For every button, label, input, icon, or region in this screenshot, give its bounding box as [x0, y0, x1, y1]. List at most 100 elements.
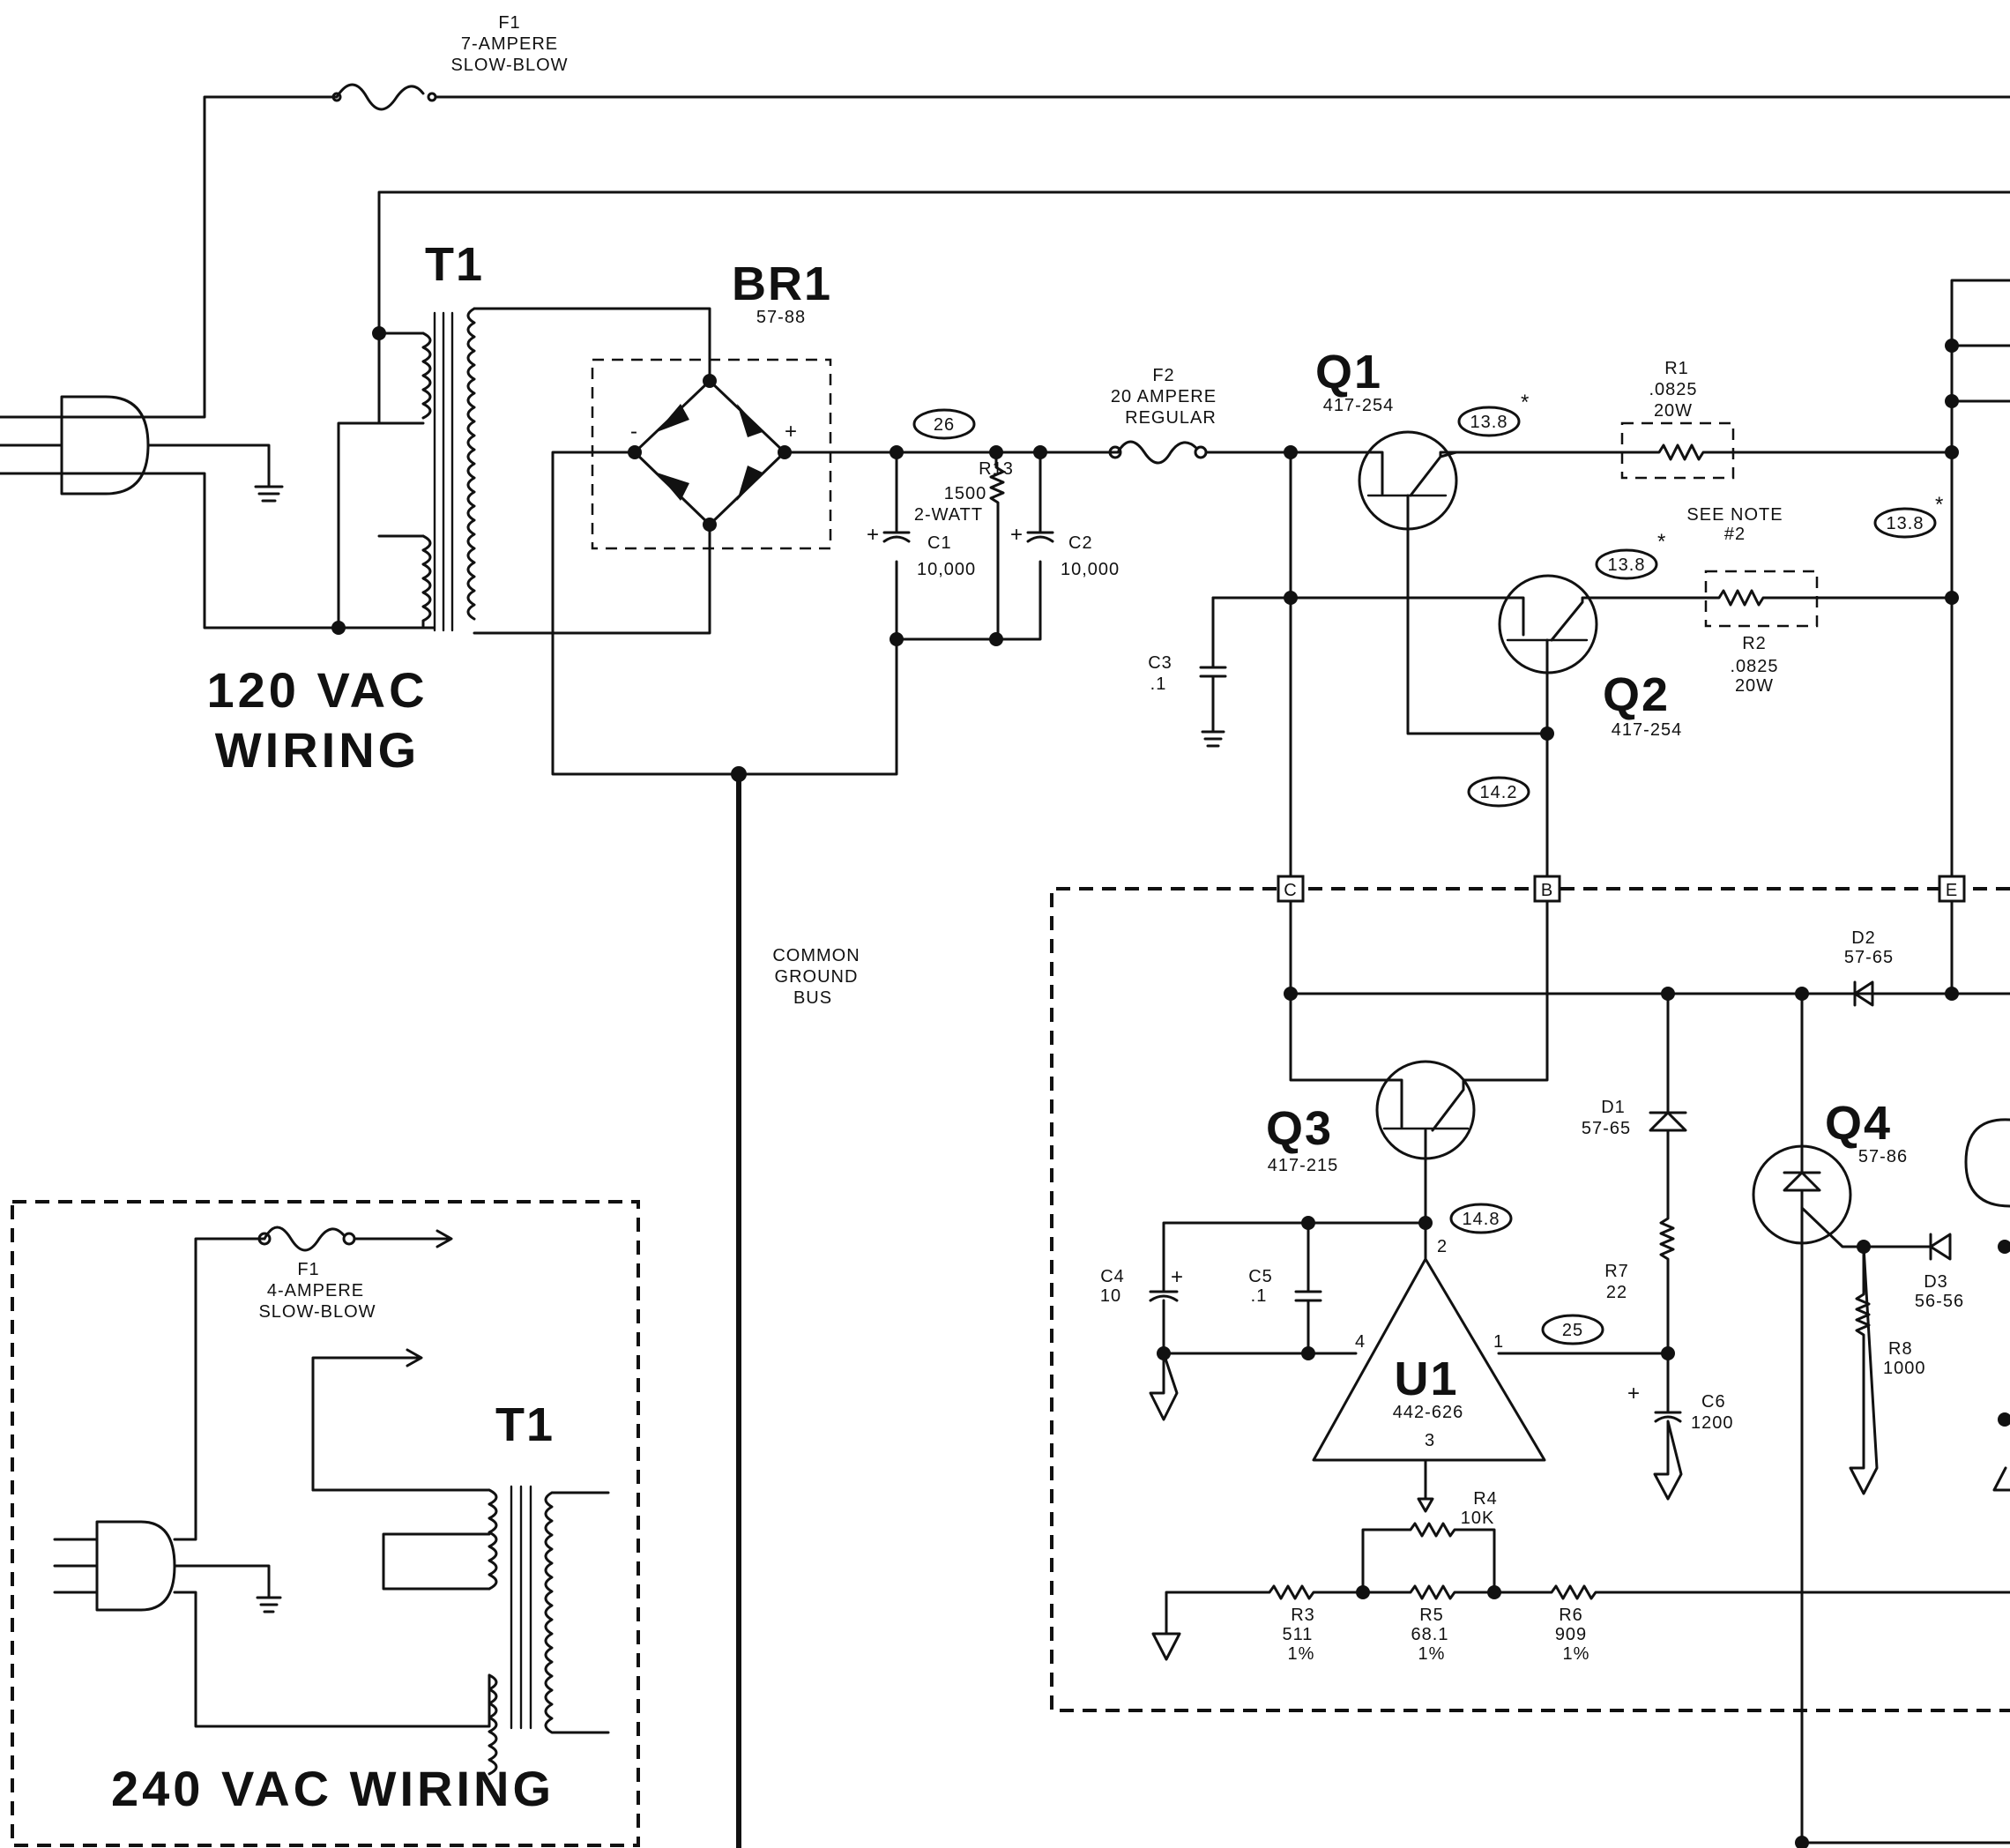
t1-label: T1	[425, 238, 484, 291]
r13-power: 2-WATT	[914, 505, 983, 525]
c2-plus: +	[1010, 523, 1024, 547]
c1-plus: +	[867, 523, 880, 547]
c4-plus: +	[1171, 1265, 1184, 1289]
voltage-oval	[912, 408, 976, 440]
r7-value: 22	[1606, 1283, 1627, 1302]
v-26: 26	[934, 415, 955, 435]
r4-ref: R4	[1473, 1489, 1498, 1509]
r1-outline	[1620, 421, 1735, 480]
c2-value: 10,000	[1061, 560, 1120, 579]
f1-ref: F1	[498, 13, 520, 33]
u1-pin2: 2	[1437, 1237, 1448, 1256]
bridge-diodes	[657, 404, 763, 501]
labels: F1 7-AMPERE SLOW-BLOW T1 BR1 57-88 - + 1…	[111, 13, 1963, 1816]
v-25: 25	[1562, 1321, 1583, 1340]
u1-label: U1	[1394, 1352, 1458, 1405]
r5-value: 68.1	[1411, 1625, 1449, 1644]
c6-plus: +	[1627, 1382, 1641, 1405]
c2-ref: C2	[1068, 533, 1093, 553]
c4-value: 10	[1100, 1286, 1121, 1306]
240vac-inset	[11, 1200, 640, 1847]
wiring	[0, 83, 2010, 1848]
q1-label: Q1	[1315, 346, 1382, 399]
q1-star: *	[1521, 391, 1530, 414]
see-note-line2: #2	[1724, 525, 1746, 544]
r7-ref: R7	[1604, 1262, 1629, 1281]
u1-pin1: 1	[1493, 1332, 1504, 1352]
r1-value: .0825	[1649, 380, 1697, 399]
inset-f1-type: SLOW-BLOW	[258, 1302, 376, 1322]
inset-wiring	[53, 1226, 610, 1776]
terminal-b	[1533, 875, 1561, 903]
q4-label: Q4	[1825, 1097, 1892, 1150]
u1-pin3: 3	[1425, 1431, 1435, 1450]
c5-value: .1	[1251, 1286, 1268, 1306]
v-142: 14.2	[1480, 783, 1518, 802]
r4-value: 10K	[1461, 1509, 1495, 1528]
r5-ref: R5	[1419, 1606, 1444, 1625]
voltage-oval	[1541, 1314, 1604, 1345]
circuit-board-outline	[1050, 887, 2010, 1712]
d3-ref: D3	[1924, 1272, 1948, 1292]
q4-part: 57-86	[1858, 1147, 1908, 1166]
r1-ref: R1	[1664, 359, 1689, 378]
c1-ref: C1	[927, 533, 952, 553]
bridge-outline	[591, 358, 832, 550]
r1-power: 20W	[1654, 401, 1693, 421]
q2-part: 417-254	[1612, 720, 1682, 740]
junction-dots	[331, 326, 2010, 1848]
terminal-e-label: E	[1946, 881, 1958, 900]
d1-part: 57-65	[1582, 1119, 1631, 1138]
r2-ref: R2	[1742, 634, 1767, 653]
r2-outline	[1704, 570, 1819, 628]
wiring-120-line2: WIRING	[215, 722, 420, 778]
terminal-c	[1277, 875, 1305, 903]
f1-rating: 7-AMPERE	[461, 34, 558, 54]
c3-ref: C3	[1148, 653, 1172, 673]
u1-part: 442-626	[1393, 1403, 1463, 1422]
c6-value: 1200	[1691, 1413, 1734, 1433]
r2-value: .0825	[1730, 657, 1778, 676]
inset-f1-rating: 4-AMPERE	[267, 1281, 364, 1300]
r6-value: 909	[1555, 1625, 1587, 1644]
q1-part: 417-254	[1323, 396, 1394, 415]
r8-ref: R8	[1888, 1339, 1913, 1359]
c4-ref: C4	[1100, 1267, 1125, 1286]
c6-ref: C6	[1701, 1392, 1726, 1412]
bridge-plus: +	[785, 420, 798, 443]
c1-value: 10,000	[917, 560, 976, 579]
u1-pin4: 4	[1355, 1332, 1366, 1352]
br1-part: 57-88	[756, 308, 806, 327]
q2-star: *	[1657, 530, 1666, 554]
r13-ref: R13	[979, 459, 1014, 479]
r3-ref: R3	[1291, 1606, 1315, 1625]
voltage-oval	[1467, 776, 1530, 808]
bridge-minus: -	[630, 420, 638, 443]
terminal-e	[1938, 875, 1966, 903]
r8-value: 1000	[1883, 1359, 1926, 1378]
d2-part: 57-65	[1844, 948, 1894, 967]
inset-t1-label: T1	[495, 1398, 555, 1451]
e-star: *	[1935, 493, 1944, 517]
wiring-240-title: 240 VAC WIRING	[111, 1761, 555, 1816]
inset-f1-ref: F1	[297, 1260, 319, 1279]
v-q2: 13.8	[1608, 555, 1646, 575]
voltage-oval	[1457, 406, 1521, 437]
q2-label: Q2	[1603, 668, 1670, 721]
voltage-oval	[1595, 548, 1658, 580]
q3-part: 417-215	[1268, 1156, 1338, 1175]
voltage-oval	[1873, 507, 1937, 539]
d1-ref: D1	[1601, 1098, 1626, 1117]
d2-ref: D2	[1851, 928, 1876, 948]
voltage-oval	[1449, 1203, 1513, 1234]
q3-label: Q3	[1266, 1102, 1333, 1155]
bus-line2: GROUND	[775, 967, 859, 987]
r13-value: 1500	[944, 484, 987, 503]
f2-type: REGULAR	[1125, 408, 1217, 428]
r5-tol: 1%	[1418, 1644, 1446, 1664]
see-note-line1: SEE NOTE	[1686, 505, 1783, 525]
r2-power: 20W	[1735, 676, 1774, 696]
bus-line3: BUS	[793, 988, 832, 1008]
